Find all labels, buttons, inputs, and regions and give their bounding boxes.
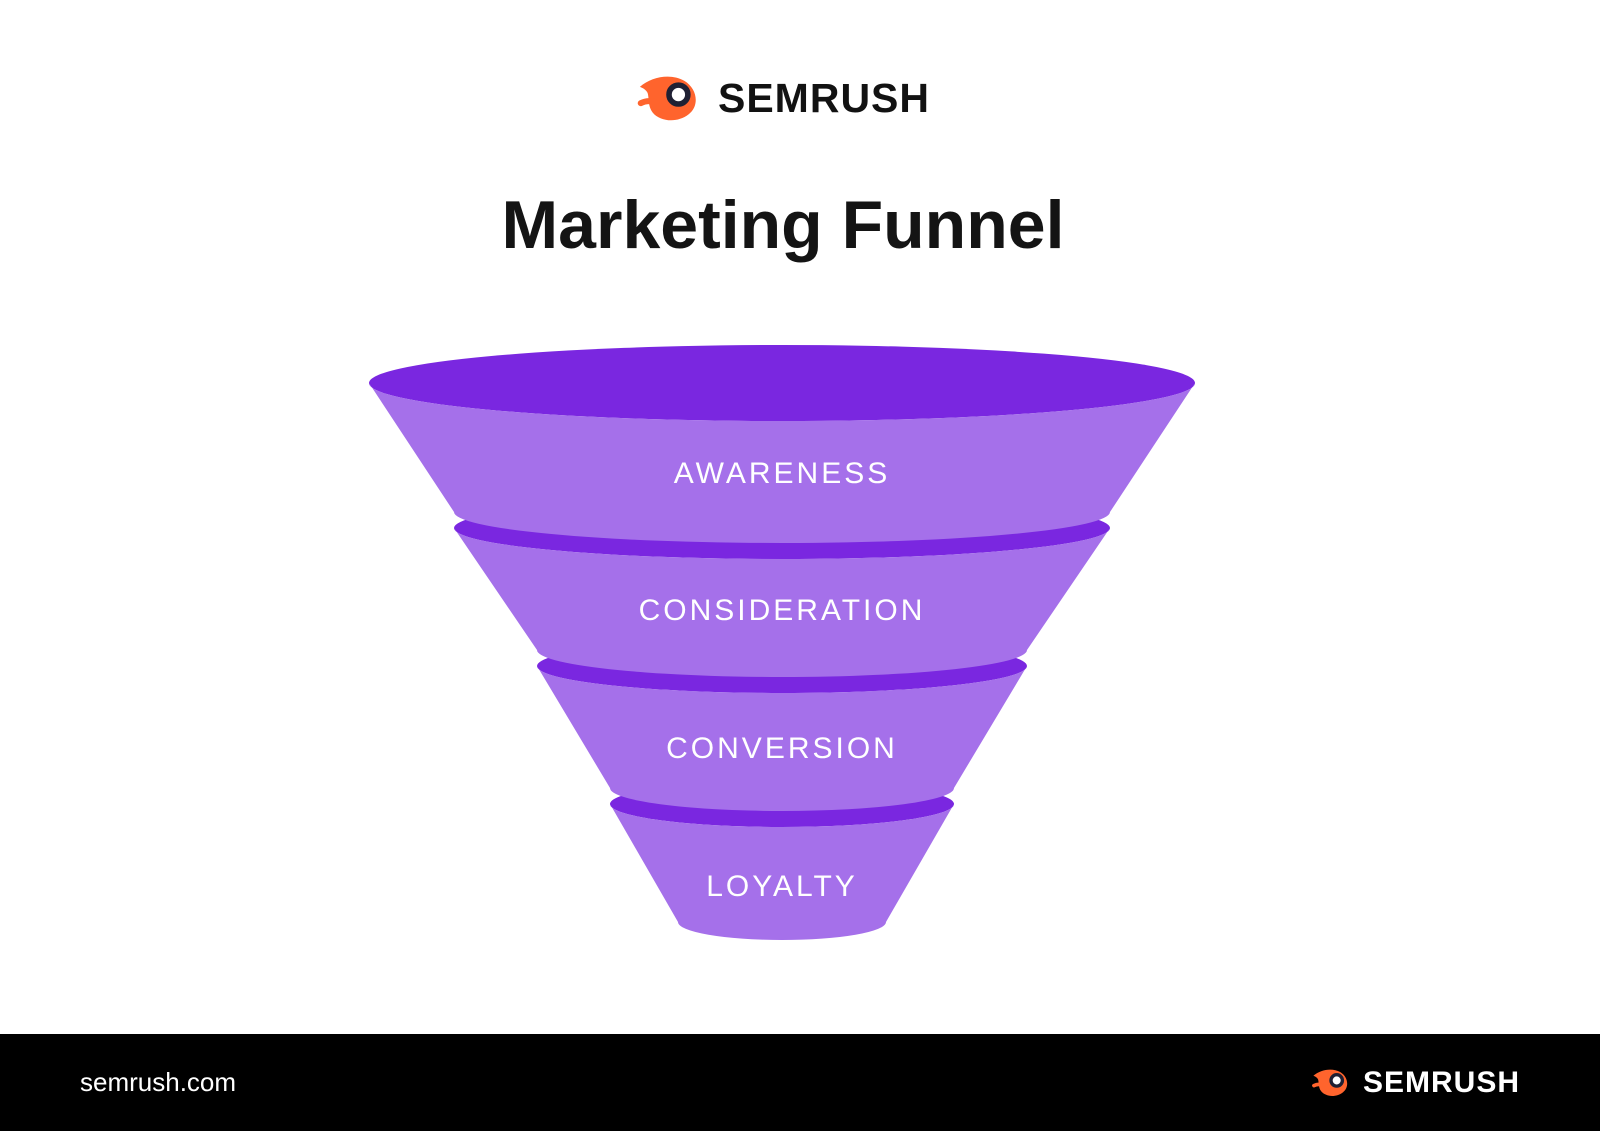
stage-label-conversion: CONVERSION [666, 732, 898, 765]
comet-ring [1329, 1073, 1345, 1088]
stage-loyalty-body [610, 804, 954, 940]
stage-label-consideration: CONSIDERATION [639, 594, 926, 627]
footer-brand-wordmark: SEMRUSH [1362, 1065, 1520, 1099]
header-logo: SEMRUSH [0, 74, 1566, 122]
stage-consideration-body [454, 528, 1110, 677]
stage-label-loyalty: LOYALTY [706, 870, 858, 903]
comet-ring [666, 82, 691, 107]
semrush-comet-icon-footer [1312, 1069, 1348, 1096]
footer-bar: semrush.com SEMRUSH [0, 1034, 1600, 1131]
stage-conversion-body [537, 666, 1027, 811]
stage-awareness-body [369, 383, 1195, 543]
semrush-comet-icon [637, 76, 696, 121]
brand-wordmark: SEMRUSH [717, 74, 931, 121]
funnel-stage-awareness [369, 345, 1195, 543]
stage-label-awareness: AWARENESS [674, 457, 890, 490]
footer-logo: SEMRUSH [1311, 1066, 1520, 1100]
footer-website: semrush.com [80, 1067, 237, 1097]
stage-awareness-top-ellipse [369, 345, 1195, 421]
comet-trail [637, 98, 660, 107]
page-title: Marketing Funnel [501, 187, 1065, 263]
comet-trail [1312, 1082, 1326, 1088]
